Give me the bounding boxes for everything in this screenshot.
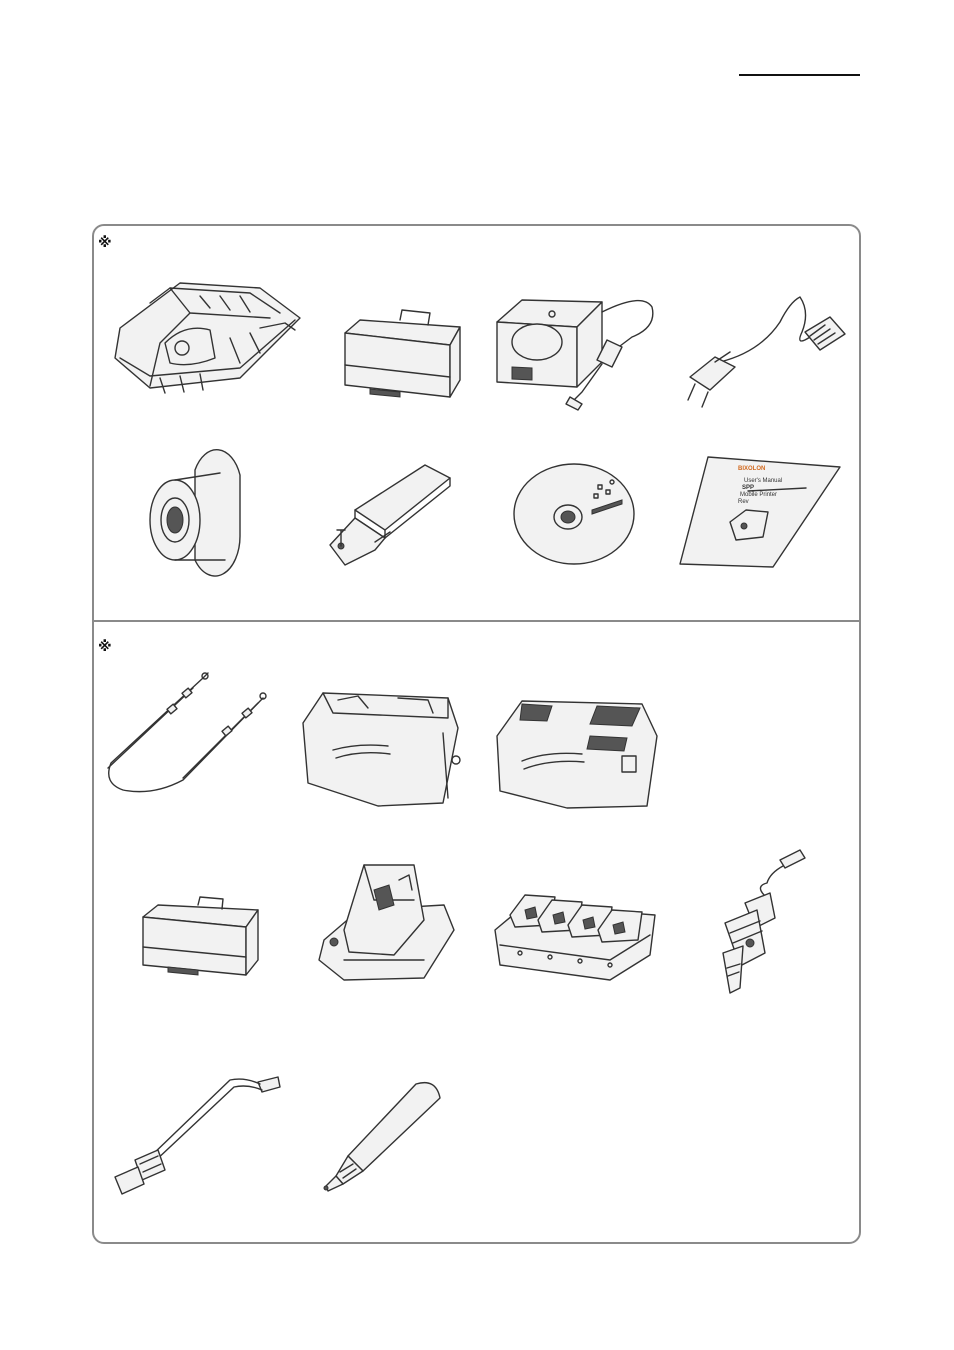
protective-case-icon: [492, 696, 662, 811]
quad-charger-icon: [490, 885, 658, 985]
battery-pack-icon: [340, 305, 465, 405]
belt-clip-icon: [325, 460, 455, 570]
power-cord-icon: [680, 292, 850, 410]
cd-rom-icon: [510, 460, 640, 568]
single-charger-icon: [314, 860, 456, 988]
section-divider: [92, 620, 861, 622]
printer-icon: [110, 268, 305, 403]
battery-pack-icon: [138, 895, 263, 980]
header-rule: [739, 74, 860, 76]
carrying-case-icon: [298, 688, 468, 810]
standard-section-marker: ※: [98, 236, 112, 250]
manual-line-4: Rev: [738, 499, 749, 505]
shoulder-strap-icon: [103, 668, 273, 798]
manual-line-3: Mobile Printer: [740, 492, 777, 498]
ac-adapter-icon: [492, 292, 657, 412]
optional-section-marker: ※: [98, 640, 112, 654]
paper-roll-icon: [145, 465, 245, 565]
user-manual-icon: BIXOLON User's Manual SPP Mobile Printer…: [678, 452, 843, 570]
manual-brand-text: BIXOLON: [738, 466, 765, 472]
car-adapter-icon: [695, 848, 815, 1003]
usb-cable-icon: [110, 1072, 282, 1200]
stylus-icon: [318, 1076, 443, 1194]
manual-line-1: User's Manual: [744, 478, 782, 484]
